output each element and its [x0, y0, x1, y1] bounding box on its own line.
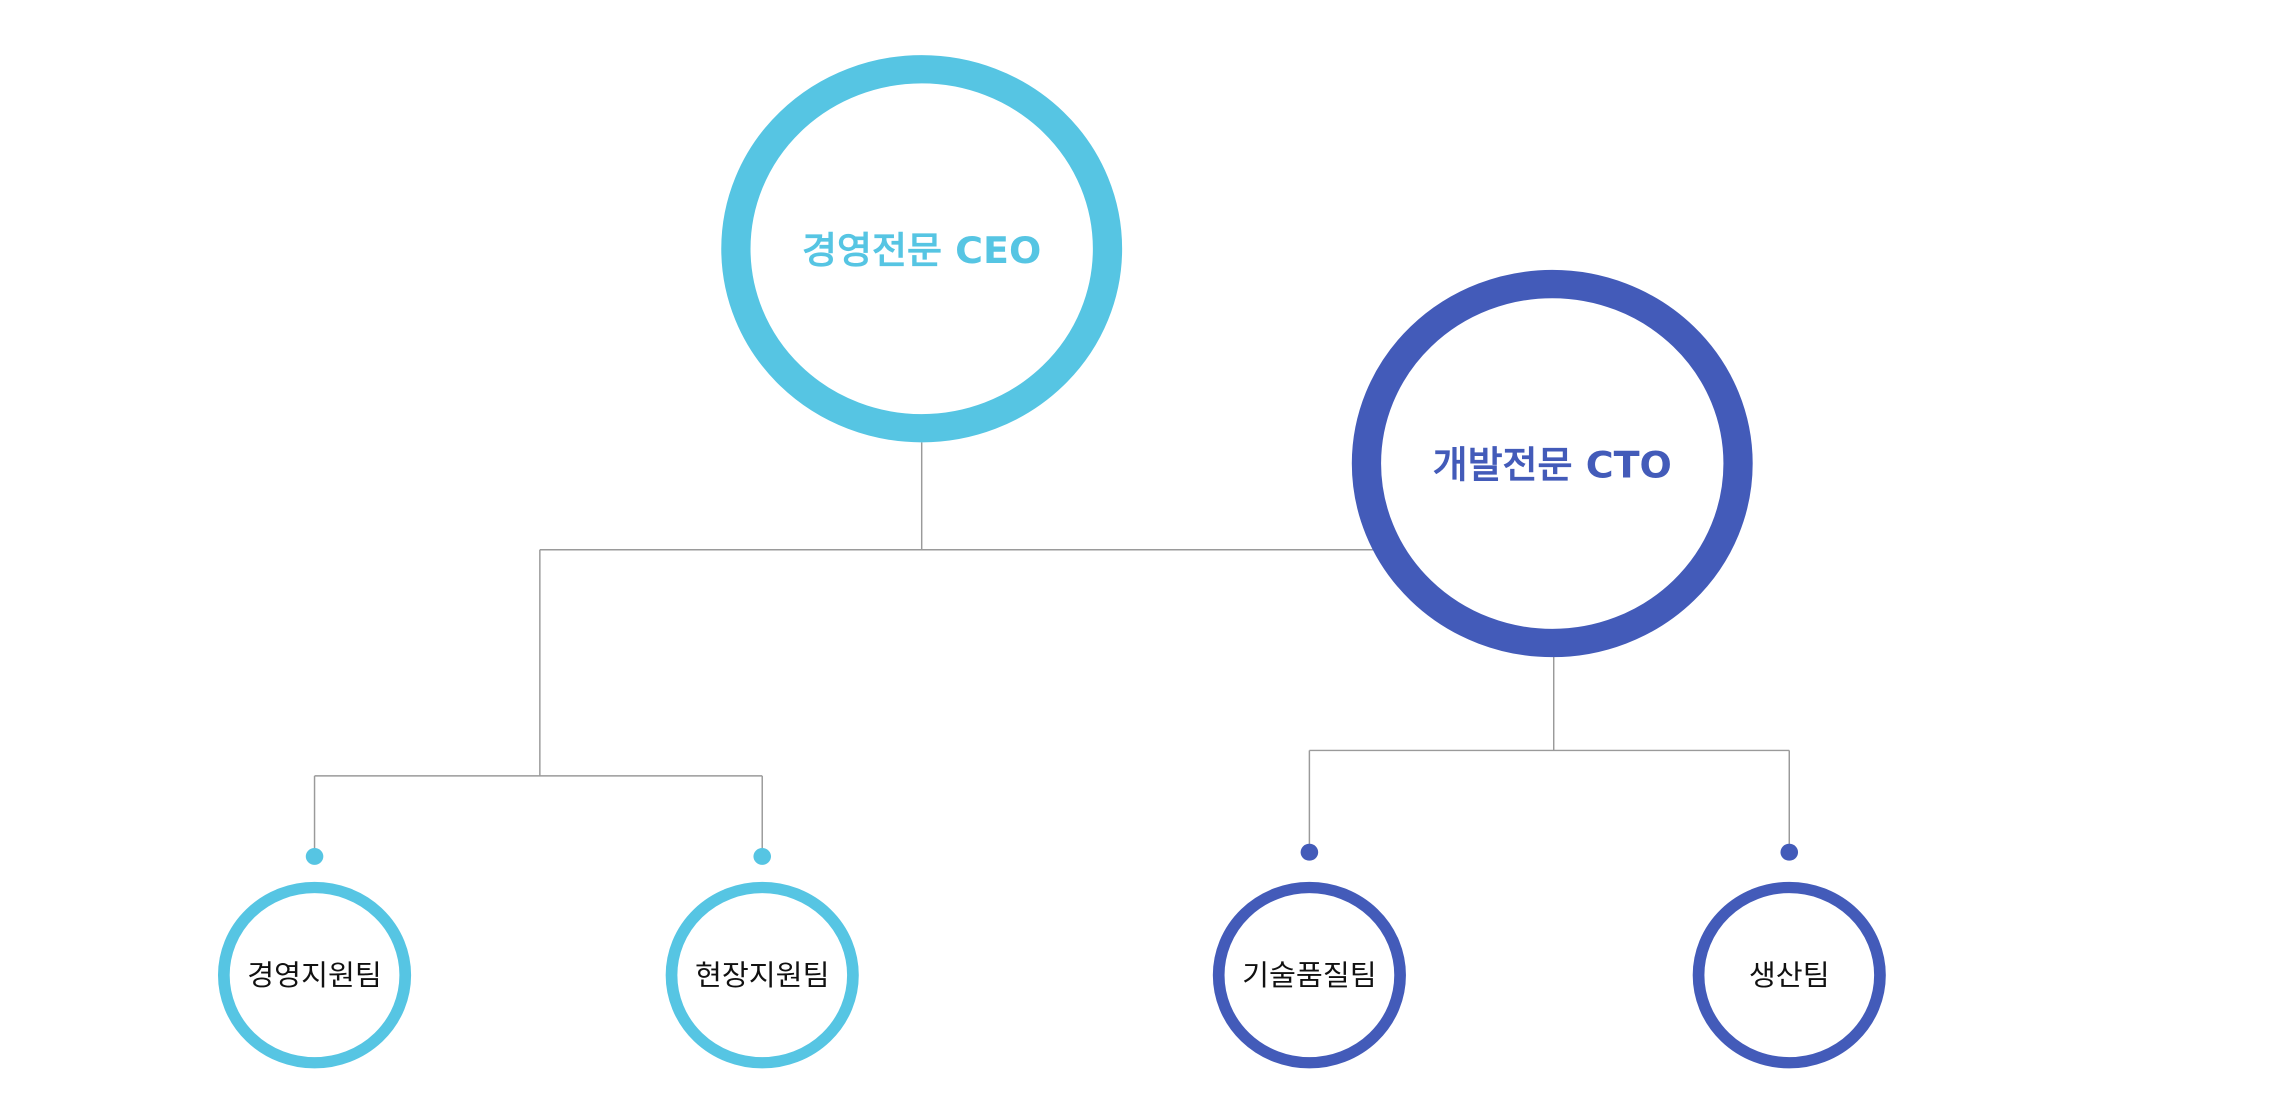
team-label: 현장지원팀 — [695, 959, 830, 992]
team-label: 경영지원팀 — [247, 959, 382, 992]
cto-label: 개발전문 CTO — [1433, 443, 1672, 486]
connector-dot — [1780, 843, 1799, 861]
ceo-label: 경영전문 CEO — [802, 228, 1041, 271]
team-node-tech-quality: 기술품질팀 — [1212, 881, 1406, 1069]
connector-lines — [313, 442, 1790, 854]
connector-dot — [753, 847, 772, 865]
team-node-management-support: 경영지원팀 — [217, 881, 412, 1069]
team-label: 기술품질팀 — [1242, 959, 1377, 992]
connector-dot — [1300, 843, 1319, 861]
cto-node: 개발전문 CTO — [1351, 269, 1753, 658]
team-label: 생산팀 — [1749, 959, 1830, 992]
team-node-production: 생산팀 — [1692, 881, 1886, 1069]
ceo-node: 경영전문 CEO — [721, 55, 1123, 443]
connector-dots — [305, 843, 1799, 865]
team-node-field-support: 현장지원팀 — [665, 881, 859, 1069]
connector-dot — [305, 847, 324, 865]
